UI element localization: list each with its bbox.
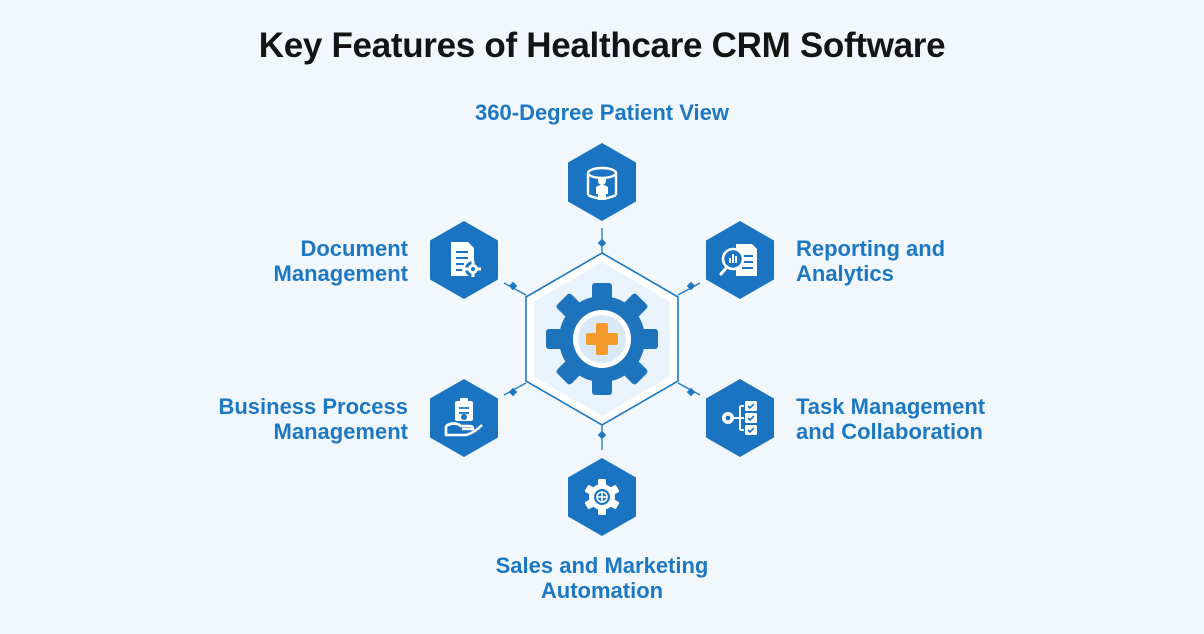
label-reporting: Reporting and Analytics [796, 236, 1056, 286]
label-patient-view: 360-Degree Patient View [402, 100, 802, 125]
label-line: Reporting and [796, 236, 946, 261]
medical-cross-icon [586, 323, 618, 355]
label-line: Management [273, 261, 408, 286]
hand-process-icon [444, 398, 483, 437]
hex-business [430, 379, 498, 457]
label-business: Business Process Management [108, 394, 408, 444]
connector-bottom-left [503, 382, 527, 396]
label-line: Task Management [796, 394, 986, 419]
hex-task [706, 379, 774, 457]
hex-document [430, 221, 498, 299]
connector-top-right [677, 282, 701, 296]
label-line: 360-Degree Patient View [475, 100, 729, 125]
label-line: and Collaboration [796, 419, 983, 444]
label-document: Document Management [148, 236, 408, 286]
medical-gear-icon [546, 283, 658, 395]
hex-patient-view [568, 143, 636, 221]
label-sales: Sales and Marketing Automation [402, 553, 802, 603]
label-line: Business Process [218, 394, 408, 419]
label-task: Task Management and Collaboration [796, 394, 1096, 444]
label-line: Automation [540, 578, 664, 603]
page-title: Key Features of Healthcare CRM Software [258, 26, 946, 65]
analytics-report-icon [719, 244, 757, 276]
label-line: Sales and Marketing [495, 553, 709, 578]
document-settings-icon [451, 242, 481, 277]
connector-bottom-right [677, 382, 701, 396]
connector-top-left [503, 282, 527, 296]
label-line: Management [273, 419, 408, 444]
label-line: Analytics [796, 261, 894, 286]
label-line: Document [300, 236, 408, 261]
task-checklist-icon [722, 401, 757, 435]
hex-sales [568, 458, 636, 536]
hex-reporting [706, 221, 774, 299]
